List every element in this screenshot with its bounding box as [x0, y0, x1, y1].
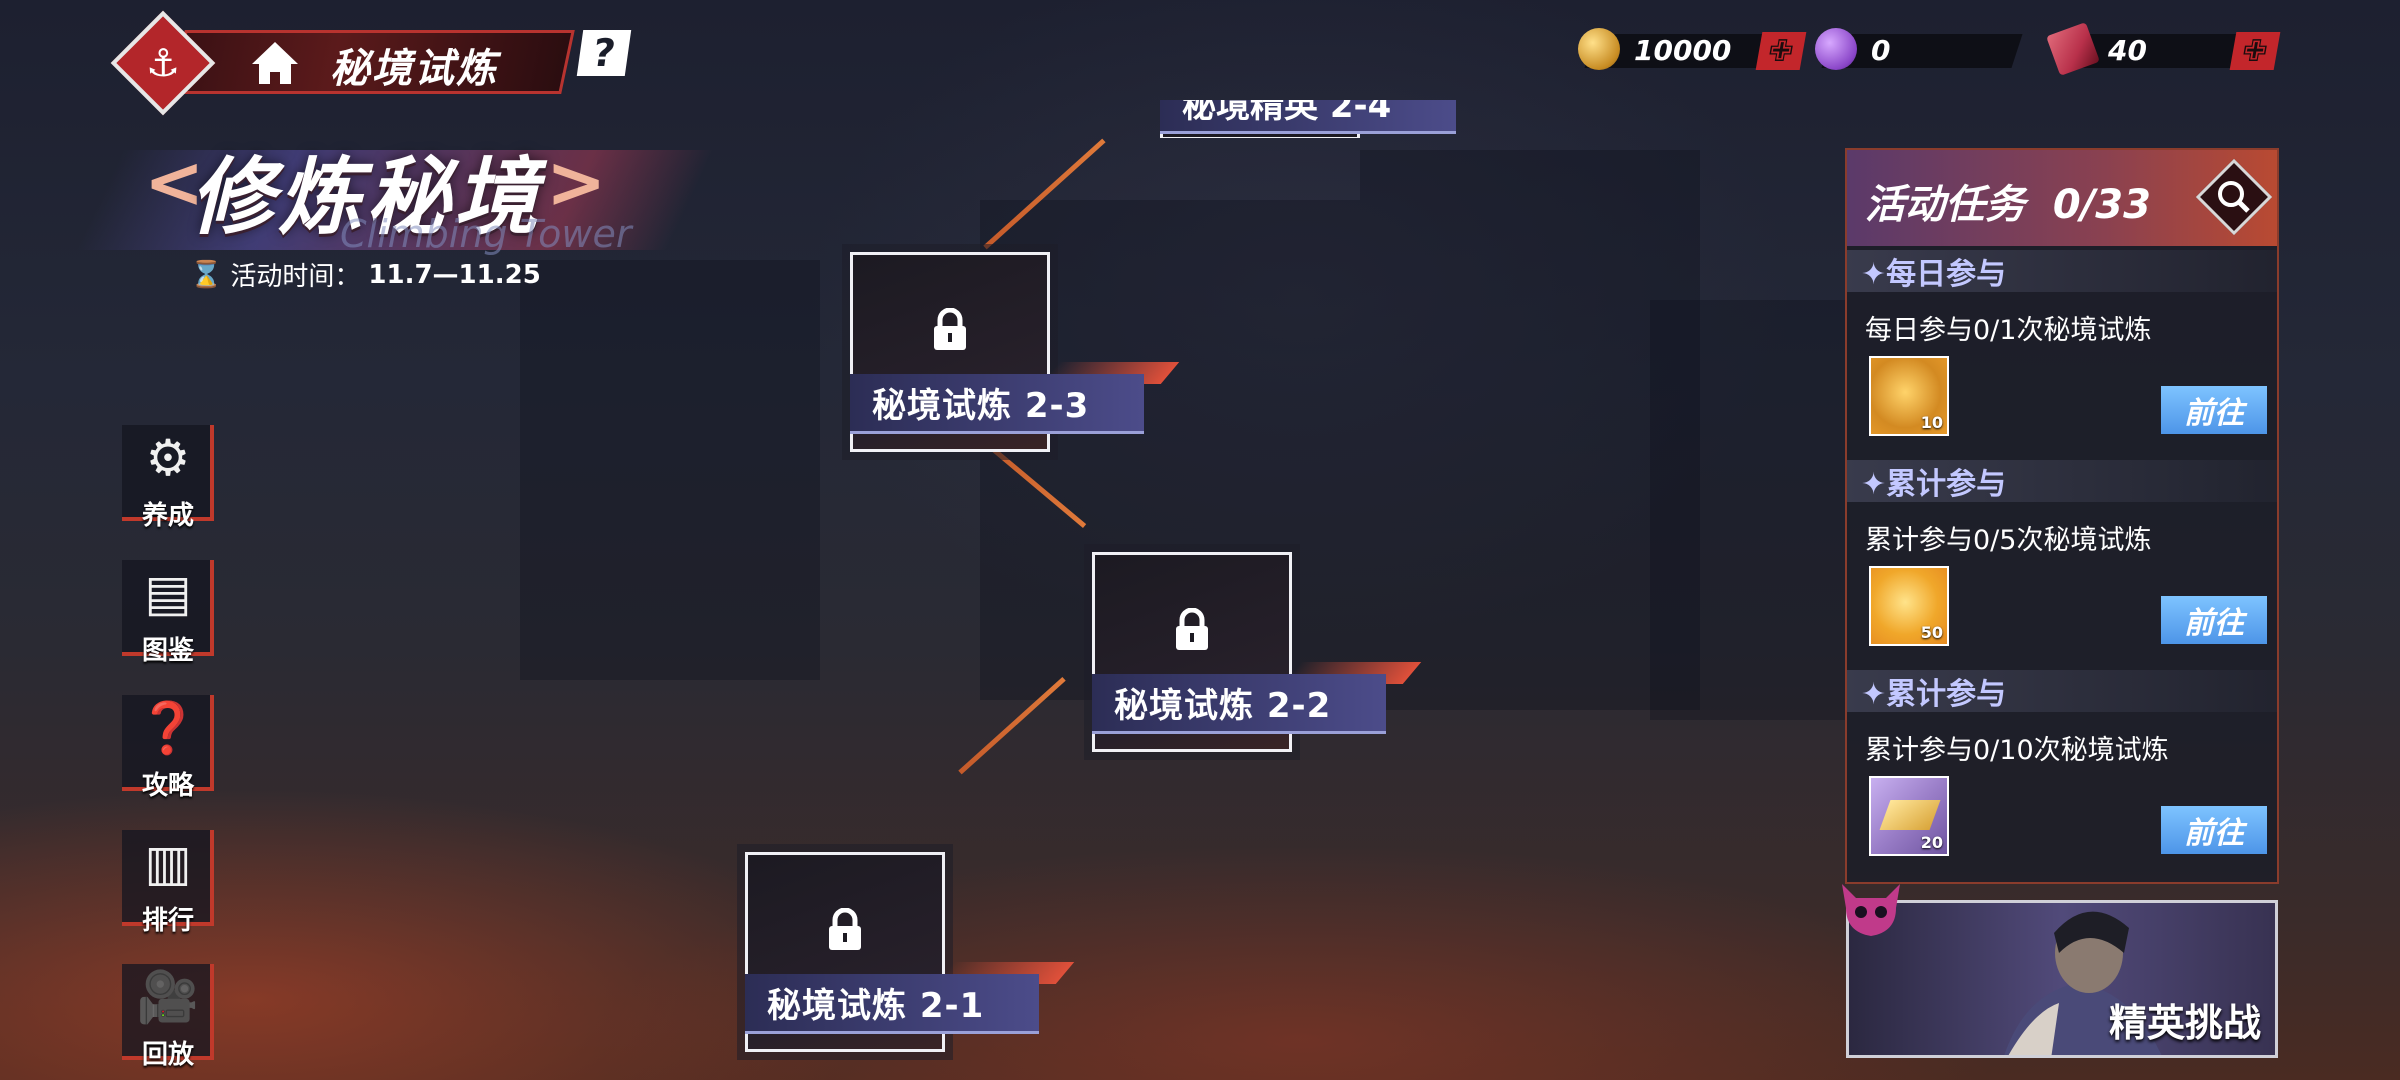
- side-button-ranking[interactable]: ▥ 排行: [122, 830, 214, 936]
- event-subtitle: Climbing Tower: [340, 212, 632, 256]
- replay-camera-icon: 🎥: [136, 968, 200, 1026]
- stage-label: 秘境精英 2-4: [1160, 100, 1456, 134]
- add-gold-button[interactable]: ✙: [1755, 32, 1807, 70]
- stage-label: 秘境试炼 2-1: [745, 974, 1039, 1034]
- currency-ticket: 40 ✙: [2046, 22, 2281, 76]
- gem-value: 0: [1871, 34, 1891, 67]
- title-bar: ⚓ 秘境试炼: [110, 10, 575, 116]
- path-line: [983, 138, 1106, 250]
- task-description: 累计参与0/10次秘境试炼: [1865, 735, 2169, 766]
- lock-icon: [1176, 608, 1208, 650]
- book-icon: ▤: [144, 564, 192, 622]
- currency-gem: 0: [1815, 28, 2040, 70]
- lock-icon: [934, 308, 966, 350]
- lock-icon: [829, 908, 861, 950]
- task-description: 累计参与0/5次秘境试炼: [1865, 525, 2152, 556]
- reward-gold-bar-icon[interactable]: 20: [1869, 776, 1949, 856]
- side-button-replay[interactable]: 🎥 回放: [122, 964, 214, 1070]
- side-button-catalog[interactable]: ▤ 图鉴: [122, 560, 214, 666]
- event-time-value: 11.7—11.25: [368, 259, 541, 290]
- task-search-button[interactable]: [2195, 158, 2273, 236]
- elite-challenge-label: 精英挑战: [2108, 1001, 2261, 1045]
- reward-gold-fruit-icon[interactable]: 10: [1869, 356, 1949, 436]
- stage-label: 秘境试炼 2-3: [850, 374, 1144, 434]
- side-button-label: 排行: [141, 906, 194, 936]
- side-button-label: 图鉴: [141, 636, 194, 666]
- gold-value: 10000: [1634, 34, 1732, 67]
- anchor-icon: ⚓: [145, 41, 181, 85]
- side-button-guide[interactable]: ❓ 攻略: [122, 695, 214, 801]
- reward-count: 50: [1920, 623, 1943, 642]
- go-button[interactable]: 前往: [2161, 386, 2267, 434]
- purple-gem-icon: [1815, 28, 1857, 70]
- magnifier-icon: [2218, 181, 2250, 213]
- task-description: 每日参与0/1次秘境试炼: [1865, 315, 2152, 346]
- gear-upgrade-icon: ⚙: [145, 429, 191, 487]
- side-button-label: 养成: [141, 501, 194, 531]
- path-line: [958, 676, 1066, 775]
- ranking-icon: ▥: [144, 834, 192, 892]
- gold-fruit-icon: [1578, 28, 1620, 70]
- event-time-label: 活动时间：: [230, 262, 361, 292]
- guide-question-icon: ❓: [136, 699, 200, 757]
- task-panel-title: 活动任务 0/33: [1865, 182, 2151, 228]
- boss-skull-icon: [1842, 884, 1900, 936]
- add-ticket-button[interactable]: ✙: [2229, 32, 2281, 70]
- hourglass-icon: ⌛: [190, 259, 223, 290]
- page-title: 秘境试炼: [330, 46, 498, 92]
- boss-portrait: [2004, 911, 2162, 1055]
- go-button[interactable]: 前往: [2161, 806, 2267, 854]
- event-time: ⌛ 活动时间： 11.7—11.25: [190, 256, 541, 293]
- help-button[interactable]: ?: [576, 30, 632, 76]
- back-button[interactable]: ⚓: [110, 10, 216, 116]
- stage-node-2-4[interactable]: 秘境精英 2-4: [1160, 100, 1456, 138]
- event-title: 修炼秘境: [190, 148, 543, 246]
- side-button-develop[interactable]: ⚙ 养成: [122, 425, 214, 531]
- title-bracket-right: >: [546, 140, 607, 224]
- ticket-value: 40: [2108, 34, 2147, 67]
- stage-node-2-2[interactable]: 秘境试炼 2-2: [1092, 552, 1422, 752]
- elite-challenge-button[interactable]: 精英挑战: [1846, 900, 2278, 1058]
- task-section-header: ✦累计参与: [1847, 460, 2277, 502]
- task-panel-header: 活动任务 0/33: [1847, 150, 2277, 246]
- side-button-label: 回放: [141, 1040, 194, 1070]
- stage-node-2-1[interactable]: 秘境试炼 2-1: [745, 852, 1075, 1052]
- title-bracket-left: <: [144, 140, 205, 224]
- side-button-label: 攻略: [141, 771, 194, 801]
- path-line: [983, 440, 1087, 528]
- reward-star-fragment-icon[interactable]: 50: [1869, 566, 1949, 646]
- reward-count: 20: [1920, 833, 1943, 852]
- task-panel: 活动任务 0/33 ✦每日参与 每日参与0/1次秘境试炼 10 前往 ✦累计参与…: [1845, 148, 2279, 884]
- stage-node-2-3[interactable]: 秘境试炼 2-3: [850, 252, 1180, 452]
- task-section-header: ✦每日参与: [1847, 250, 2277, 292]
- go-button[interactable]: 前往: [2161, 596, 2267, 644]
- stage-label: 秘境试炼 2-2: [1092, 674, 1386, 734]
- home-icon[interactable]: [248, 36, 302, 90]
- currency-gold: 10000 ✙: [1578, 28, 1807, 70]
- reward-count: 10: [1920, 413, 1943, 432]
- task-section-header: ✦累计参与: [1847, 670, 2277, 712]
